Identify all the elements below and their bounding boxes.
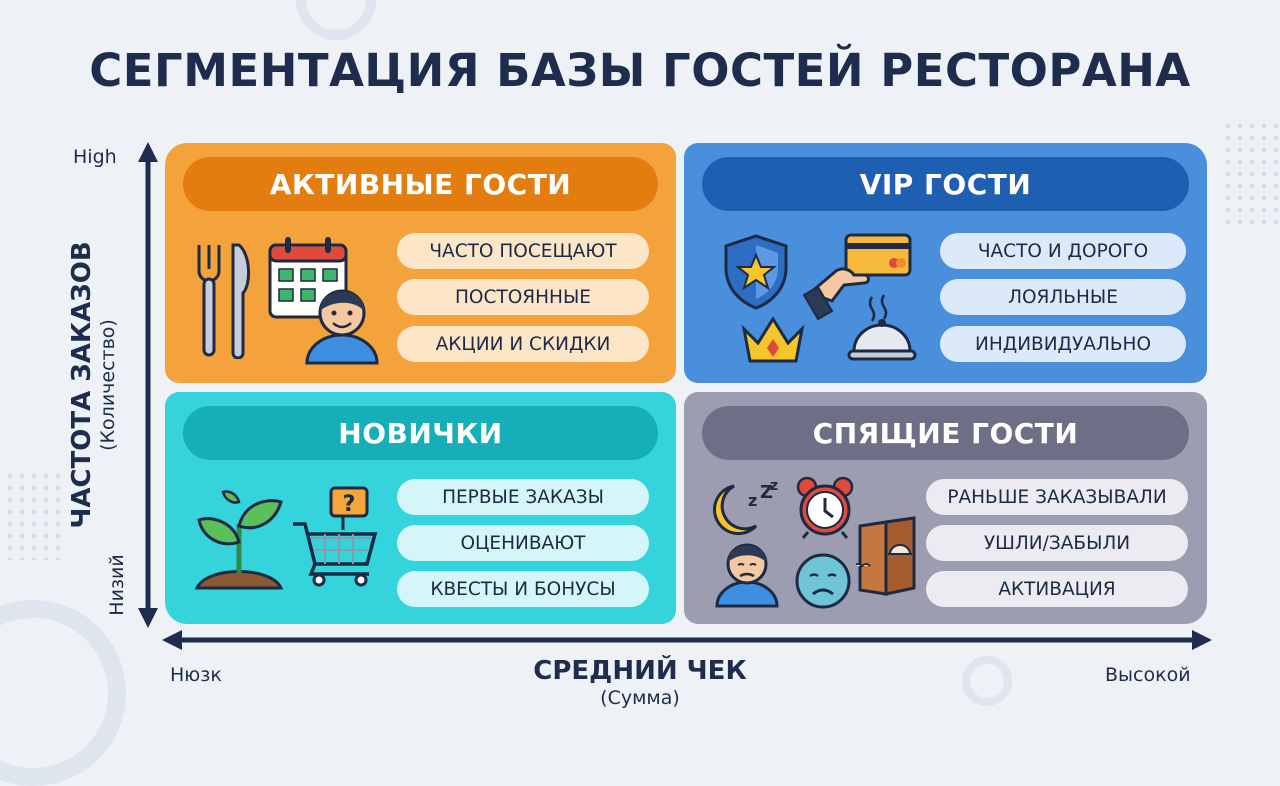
quadrant-title: АКТИВНЫЕ ГОСТИ <box>183 157 658 211</box>
svg-text:z: z <box>748 491 757 510</box>
y-axis-low-label: Низий <box>106 554 128 616</box>
list-item: ЛОЯЛЬНЫЕ <box>940 279 1186 315</box>
x-axis-title-main: СРЕДНИЙ ЧЕК <box>533 656 747 686</box>
quadrant-vip-guests: VIP ГОСТИ ЧАСТО И ДОРОГО ЛОЯЛЬНЫЕ ИНДИВИ… <box>684 143 1207 383</box>
x-axis-title: СРЕДНИЙ ЧЕК (Сумма) <box>0 656 1280 710</box>
list-item: ИНДИВИДУАЛЬНО <box>940 326 1186 362</box>
y-axis-subtitle: (Количество) <box>97 319 120 451</box>
sad-person-icon <box>715 543 779 608</box>
svg-text:Z: Z <box>760 482 773 503</box>
list-item: УШЛИ/ЗАБЫЛИ <box>926 525 1188 561</box>
list-item: ЧАСТО ПОСЕЩАЮТ <box>397 233 649 269</box>
quadrant-novices: НОВИЧКИ ? ПЕРВЫЕ ЗАКАЗЫ ОЦЕНИВАЮТ КВЕСТЫ… <box>165 392 676 624</box>
svg-text:z: z <box>770 478 778 494</box>
sprout-icon <box>194 490 284 590</box>
quadrant-title: НОВИЧКИ <box>183 406 658 460</box>
x-axis-subtitle: (Сумма) <box>600 687 680 710</box>
list-item: ОЦЕНИВАЮТ <box>397 525 649 561</box>
background-circle <box>962 656 1012 706</box>
list-item: ПОСТОЯННЫЕ <box>397 279 649 315</box>
credit-card-icon <box>802 233 912 321</box>
y-axis-title: ЧАСТОТА ЗАКАЗОВ (Количество) <box>67 241 120 529</box>
cloche-icon <box>847 294 917 361</box>
list-item: ЧАСТО И ДОРОГО <box>940 233 1186 269</box>
quadrant-title: СПЯЩИЕ ГОСТИ <box>702 406 1189 460</box>
quadrant-title: VIP ГОСТИ <box>702 157 1189 211</box>
background-dots <box>1222 120 1280 230</box>
x-axis-low-label: Нюзк <box>170 664 222 686</box>
x-axis-arrow <box>162 630 1212 650</box>
background-dots <box>4 470 64 560</box>
y-axis-high-label: High <box>73 146 117 168</box>
alarm-clock-icon <box>796 476 854 539</box>
person-icon <box>305 289 379 365</box>
list-item: КВЕСТЫ И БОНУСЫ <box>397 571 649 607</box>
crown-icon <box>741 316 805 363</box>
svg-text:?: ? <box>343 492 356 517</box>
shopping-cart-icon: ? <box>293 486 378 587</box>
background-circle <box>296 0 376 40</box>
list-item: ПЕРВЫЕ ЗАКАЗЫ <box>397 479 649 515</box>
quadrant-sleeping-guests: СПЯЩИЕ ГОСТИ z Z z РАНЬШЕ ЗАКАЗЫВАЛИ УШЛ… <box>684 392 1207 624</box>
quadrant-active-guests: АКТИВНЫЕ ГОСТИ ЧАСТО ПОСЕЩАЮТ ПОСТОЯННЫЕ… <box>165 143 676 383</box>
menu-icon <box>856 516 916 596</box>
page-title: СЕГМЕНТАЦИЯ БАЗЫ ГОСТЕЙ РЕСТОРАНА <box>89 44 1191 97</box>
fork-knife-icon <box>197 243 250 359</box>
y-axis-title-main: ЧАСТОТА ЗАКАЗОВ <box>67 241 98 529</box>
sad-face-icon <box>795 553 851 609</box>
list-item: РАНЬШЕ ЗАКАЗЫВАЛИ <box>926 479 1188 515</box>
y-axis-arrow <box>138 142 158 628</box>
shield-star-icon <box>724 234 788 310</box>
list-item: АКЦИИ И СКИДКИ <box>397 326 649 362</box>
list-item: АКТИВАЦИЯ <box>926 571 1188 607</box>
moon-sleep-icon: z Z z <box>713 478 778 536</box>
x-axis-high-label: Высокой <box>1105 664 1191 686</box>
